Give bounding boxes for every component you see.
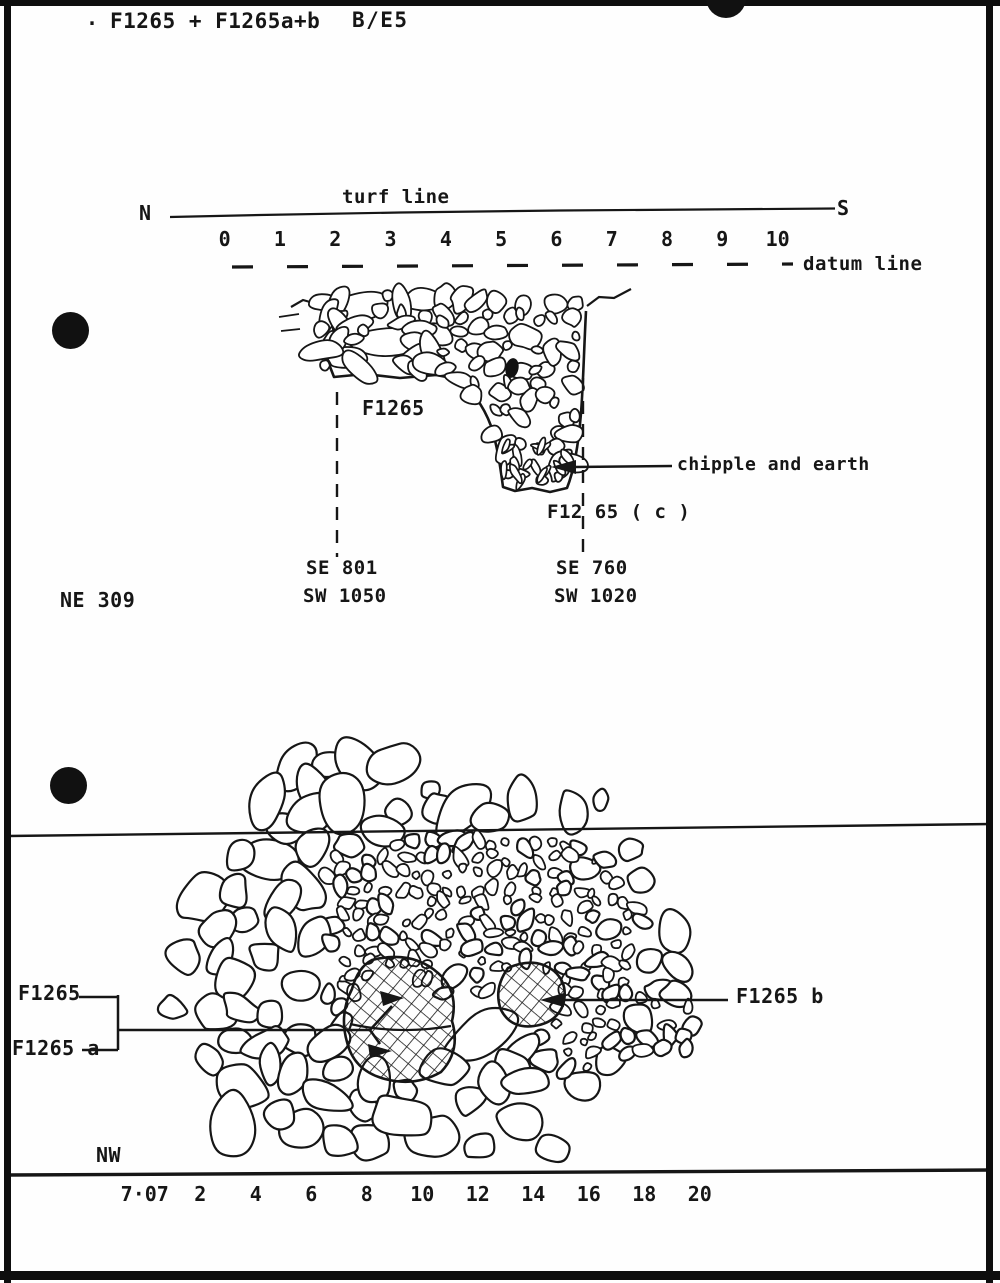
hole-punch-top: [706, 0, 746, 18]
scale-tick: 10: [410, 1182, 435, 1206]
coord-sw1020: SW 1020: [554, 585, 638, 607]
scale-tick: 3: [384, 227, 397, 251]
south-label: S: [837, 196, 850, 220]
datum-line-label: datum line: [803, 253, 923, 275]
title-dot: .: [86, 6, 99, 30]
scale-tick: 6: [550, 227, 563, 251]
frame-bottom: [0, 1271, 1000, 1280]
scale-tick: 7·07: [120, 1182, 169, 1206]
label-bracket: [79, 995, 393, 1052]
hole-punch-left-1: [52, 312, 89, 349]
frame-left: [4, 0, 11, 1283]
datum-line: [231, 262, 794, 269]
coord-sw1050: SW 1050: [303, 585, 387, 607]
drawing-title: F1265 + F1265a+b: [110, 9, 321, 33]
scale-tick: 9: [716, 227, 729, 251]
hatched-stone-f1265b: [496, 961, 566, 1028]
plan-base-line: [7, 1168, 993, 1177]
scale-tick: 4: [439, 227, 452, 251]
turf-line: [169, 207, 836, 219]
chipple-label: chipple and earth: [677, 454, 870, 475]
scale-tick: 14: [521, 1182, 546, 1206]
scale-tick: 1: [273, 227, 286, 251]
coord-se760: SE 760: [556, 557, 628, 579]
plan-f1265-label: F1265: [18, 981, 81, 1005]
scale-tick: 2: [329, 227, 342, 251]
scale-tick: 12: [465, 1182, 490, 1206]
scale-tick: 16: [576, 1182, 601, 1206]
scale-tick: 8: [360, 1182, 373, 1206]
plan-f1265a-label: F1265 a: [12, 1036, 100, 1060]
feature-f1265-label: F1265: [362, 396, 425, 420]
scale-tick: 5: [495, 227, 508, 251]
chipple-arrowhead: [551, 460, 576, 474]
plan-f1265b-label: F1265 b: [736, 984, 824, 1008]
scale-tick: 2: [194, 1182, 207, 1206]
hatched-stone-f1265a: [342, 955, 456, 1084]
scale-tick: 6: [305, 1182, 318, 1206]
coord-se801: SE 801: [306, 557, 378, 579]
f1265b-arrowhead: [540, 993, 564, 1007]
scale-tick: 18: [632, 1182, 657, 1206]
frame-right: [986, 0, 993, 1283]
nw-label: NW: [96, 1143, 122, 1167]
turf-line-label: turf line: [342, 186, 450, 208]
hole-punch-left-2: [50, 767, 87, 804]
scale-tick: 10: [765, 227, 790, 251]
section-scale-ticks: 0 1 2 3 4 5 6 7 8 9 10: [197, 227, 805, 251]
north-label: N: [139, 201, 152, 225]
drawing-ref: B/E5: [352, 8, 409, 32]
feature-c-label: F12 65 ( c ): [547, 501, 691, 523]
scale-tick: 8: [661, 227, 674, 251]
plan-upper-edge-line: [7, 822, 993, 838]
scale-tick: 0: [218, 227, 231, 251]
frame-top: [0, 0, 1000, 6]
scale-tick: 4: [249, 1182, 262, 1206]
grid-ref-ne309: NE 309: [60, 588, 136, 612]
scale-tick: 7: [605, 227, 618, 251]
plan-scale-ticks: 7·07 2 4 6 8 10 12 14 16 18 20: [117, 1182, 728, 1206]
scale-tick: 20: [687, 1182, 712, 1206]
